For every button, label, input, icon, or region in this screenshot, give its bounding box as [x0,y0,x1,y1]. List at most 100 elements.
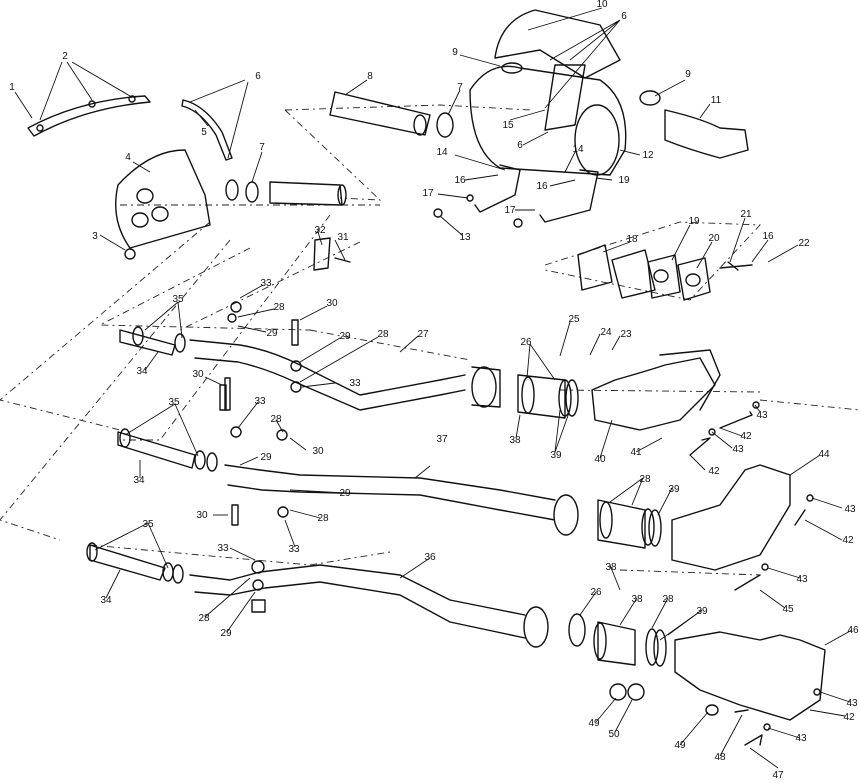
callout-2: 2 [62,51,68,62]
callout-34: 34 [100,595,112,606]
callout-17: 17 [422,188,434,199]
callout-46: 46 [847,625,859,636]
muffler-outlet-hose [225,179,347,206]
callout-43: 43 [844,504,856,515]
assembly-guide-lines [0,104,860,576]
callout-48: 48 [714,752,726,763]
callout-45: 45 [782,604,794,615]
callout-16: 16 [454,175,466,186]
callout-34: 34 [133,475,145,486]
callout-28: 28 [662,594,674,605]
callout-4: 4 [125,152,131,163]
callout-30: 30 [192,369,204,380]
callout-31: 31 [337,232,349,243]
callout-33: 33 [254,396,266,407]
callout-29: 29 [339,331,351,342]
callout-28: 28 [639,474,651,485]
mounting-strap [27,95,151,137]
support-bracket [181,99,233,161]
callout-16: 16 [762,231,774,242]
callout-42: 42 [842,535,854,546]
callout-32: 32 [314,225,326,236]
callout-28: 28 [317,513,329,524]
callout-42: 42 [740,431,752,442]
callout-28: 28 [273,302,285,313]
callout-47: 47 [772,770,784,781]
callout-42: 42 [843,712,855,723]
callout-3: 3 [92,231,98,242]
callout-49: 49 [674,740,686,751]
callout-33: 33 [288,544,300,555]
callout-29: 29 [266,328,278,339]
callout-13: 13 [459,232,471,243]
callout-9: 9 [452,47,458,58]
callout-40: 40 [594,454,606,465]
callout-28: 28 [377,329,389,340]
callout-29: 29 [220,628,232,639]
callout-28: 28 [198,613,210,624]
callout-30: 30 [312,446,324,457]
exhaust-pipe-lower [86,542,826,746]
callout-37: 37 [436,434,448,445]
callout-18: 18 [626,234,638,245]
callout-42: 42 [708,466,720,477]
callout-41: 41 [630,447,642,458]
callout-25: 25 [568,314,580,325]
callout-43: 43 [756,410,768,421]
callout-30: 30 [196,510,208,521]
callout-33: 33 [217,543,229,554]
callout-1: 1 [9,82,15,93]
callout-43: 43 [795,733,807,744]
callout-leaders [14,7,853,769]
manifold-gaskets [313,237,753,301]
callout-44: 44 [818,449,830,460]
callout-35: 35 [172,294,184,305]
callout-19: 19 [618,175,630,186]
callout-35: 35 [142,519,154,530]
callout-7: 7 [259,142,265,153]
callout-20: 20 [708,233,720,244]
callout-43: 43 [846,698,858,709]
callout-9: 9 [685,69,691,80]
callout-7: 7 [457,82,463,93]
callout-38: 38 [509,435,521,446]
callout-39: 39 [668,484,680,495]
callout-36: 36 [424,552,436,563]
callout-11: 11 [711,95,722,106]
callout-21: 21 [740,209,752,220]
callout-29: 29 [339,488,351,499]
callout-27: 27 [417,329,429,340]
callout-5: 5 [201,127,207,138]
callout-26: 26 [590,587,602,598]
callout-49: 49 [588,718,600,729]
exhaust-pipe-upper [119,301,760,456]
callout-8: 8 [367,71,373,82]
callout-19: 19 [688,216,700,227]
callout-28: 28 [270,414,282,425]
callout-6: 6 [517,140,523,151]
callout-43: 43 [732,444,744,455]
callout-14: 14 [572,144,584,155]
muffler-canister [115,149,211,260]
callout-43: 43 [796,574,808,585]
callout-26: 26 [520,337,532,348]
callout-33: 33 [349,378,361,389]
callout-38: 38 [605,562,617,573]
callout-10: 10 [596,0,608,10]
callout-38: 38 [631,594,643,605]
callout-12: 12 [642,150,654,161]
callout-6: 6 [255,71,261,82]
callout-30: 30 [326,298,338,309]
callout-33: 33 [260,278,272,289]
exhaust-pipe-middle [117,384,814,571]
callout-6: 6 [621,11,627,22]
callout-15: 15 [502,120,514,131]
callout-39: 39 [550,450,562,461]
callout-50: 50 [608,729,620,740]
callout-17: 17 [504,205,516,216]
callout-34: 34 [136,366,148,377]
callout-16: 16 [536,181,548,192]
callout-23: 23 [620,329,632,340]
callout-22: 22 [798,238,810,249]
